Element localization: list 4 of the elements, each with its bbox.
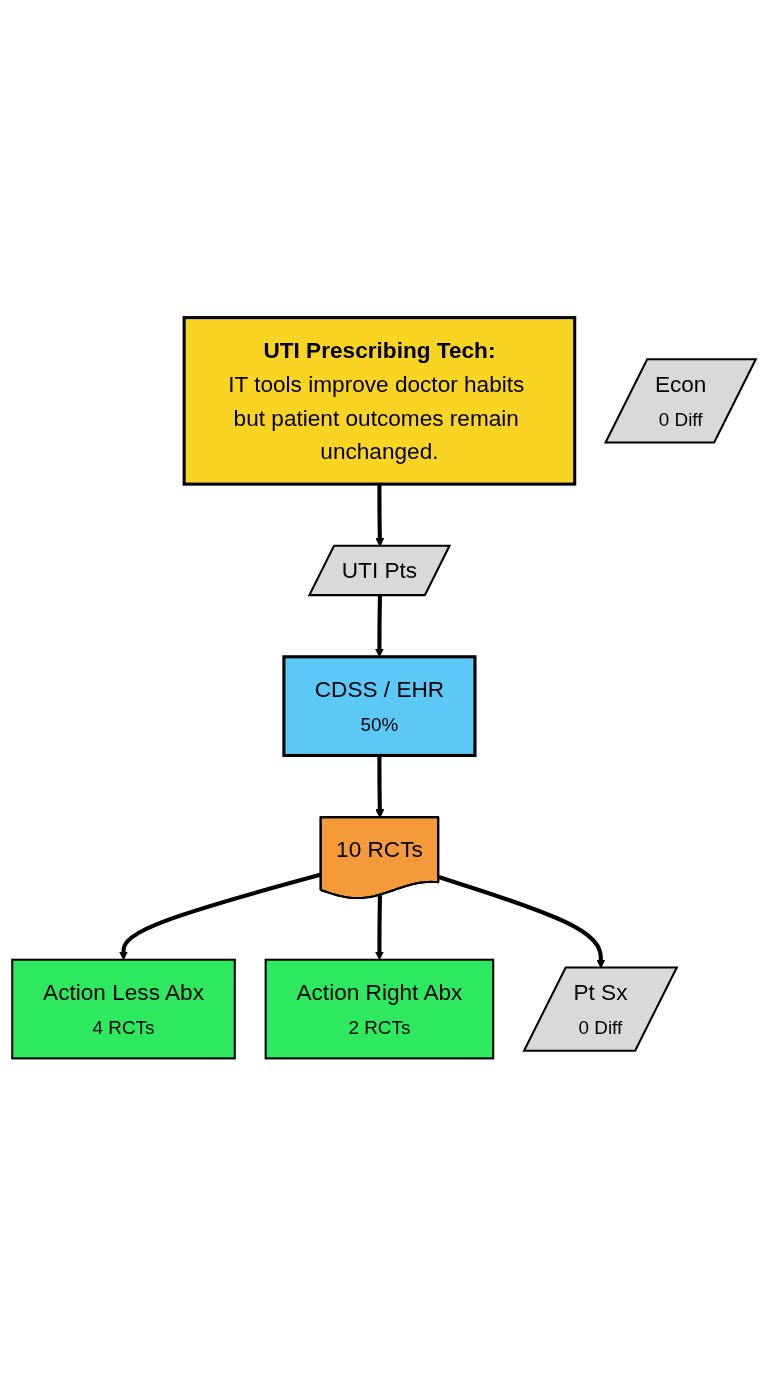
node-box: UTI Prescribing Tech: IT tools improve doctor habits but patient outcomes remain unchanged. xyxy=(182,316,577,486)
node-box: Action Less Abx 4 RCTs xyxy=(11,958,236,1060)
node-box: CDSS / EHR 50% xyxy=(282,655,477,757)
node-box: Action Right Abx 2 RCTs xyxy=(264,958,495,1060)
